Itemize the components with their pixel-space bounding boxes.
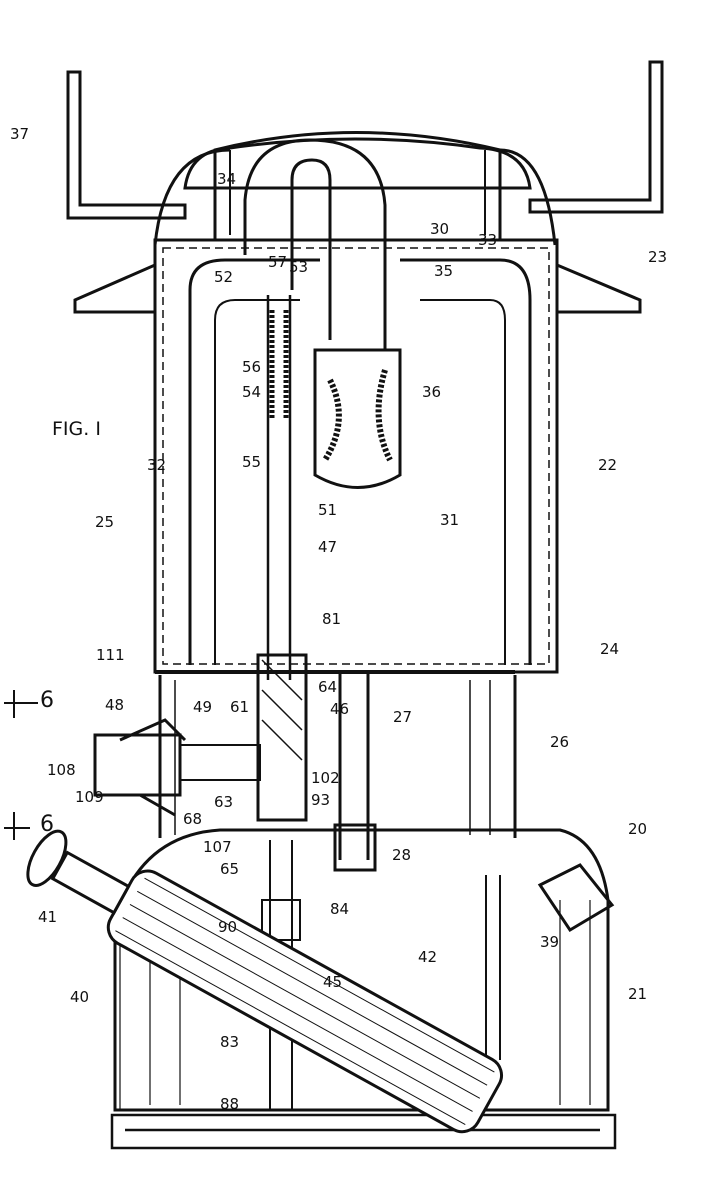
label-34: 34 <box>217 170 237 188</box>
label-26: 26 <box>550 733 570 751</box>
label-41: 41 <box>38 908 58 926</box>
label-88: 88 <box>220 1095 240 1113</box>
bail-handle-left <box>66 70 187 220</box>
label-102: 102 <box>311 769 340 787</box>
fount-base <box>110 1113 617 1150</box>
label-39: 39 <box>540 933 560 951</box>
label-52: 52 <box>214 268 234 286</box>
filler-cap <box>537 863 615 933</box>
label-54: 54 <box>242 383 262 401</box>
label-23: 23 <box>648 248 668 266</box>
label-83: 83 <box>220 1033 240 1051</box>
label-111: 111 <box>96 646 125 664</box>
section-marker-top: 6 <box>40 688 54 713</box>
label-20: 20 <box>628 820 648 838</box>
label-53: 53 <box>289 258 309 276</box>
control-valve <box>93 718 187 817</box>
label-37: 37 <box>10 125 30 143</box>
label-65: 65 <box>220 860 240 878</box>
generator-frame <box>188 258 532 665</box>
collar <box>158 675 517 838</box>
label-55: 55 <box>242 453 262 471</box>
label-31: 31 <box>440 511 460 529</box>
label-33: 33 <box>478 231 498 249</box>
generator-tube <box>266 295 292 680</box>
label-90: 90 <box>218 918 238 936</box>
flange <box>73 263 642 314</box>
label-56: 56 <box>242 358 262 376</box>
label-42: 42 <box>418 948 438 966</box>
mantle <box>313 348 402 489</box>
label-24: 24 <box>600 640 620 658</box>
label-25: 25 <box>95 513 115 531</box>
label-61: 61 <box>230 698 250 716</box>
label-107: 107 <box>203 838 232 856</box>
label-22: 22 <box>598 456 618 474</box>
label-49: 49 <box>193 698 213 716</box>
label-48: 48 <box>105 696 125 714</box>
figure-title: FIG. I <box>52 418 101 440</box>
label-45: 45 <box>323 973 343 991</box>
label-21: 21 <box>628 985 648 1003</box>
label-46: 46 <box>330 700 350 718</box>
label-57: 57 <box>268 253 288 271</box>
label-27: 27 <box>393 708 413 726</box>
label-32: 32 <box>147 456 167 474</box>
label-93: 93 <box>311 791 331 809</box>
label-51: 51 <box>318 501 338 519</box>
label-64: 64 <box>318 678 338 696</box>
label-36: 36 <box>422 383 442 401</box>
label-47: 47 <box>318 538 338 556</box>
label-63: 63 <box>214 793 234 811</box>
label-40: 40 <box>70 988 90 1006</box>
pump <box>26 829 504 1134</box>
label-30: 30 <box>430 220 450 238</box>
label-81: 81 <box>322 610 342 628</box>
ventilator-shell <box>153 148 557 246</box>
label-109: 109 <box>75 788 104 806</box>
bail-handle-right <box>528 60 664 214</box>
label-28: 28 <box>392 846 412 864</box>
label-68: 68 <box>183 810 203 828</box>
label-84: 84 <box>330 900 350 918</box>
label-35: 35 <box>434 262 454 280</box>
label-108: 108 <box>47 761 76 779</box>
section-marker-bottom: 6 <box>40 812 54 837</box>
